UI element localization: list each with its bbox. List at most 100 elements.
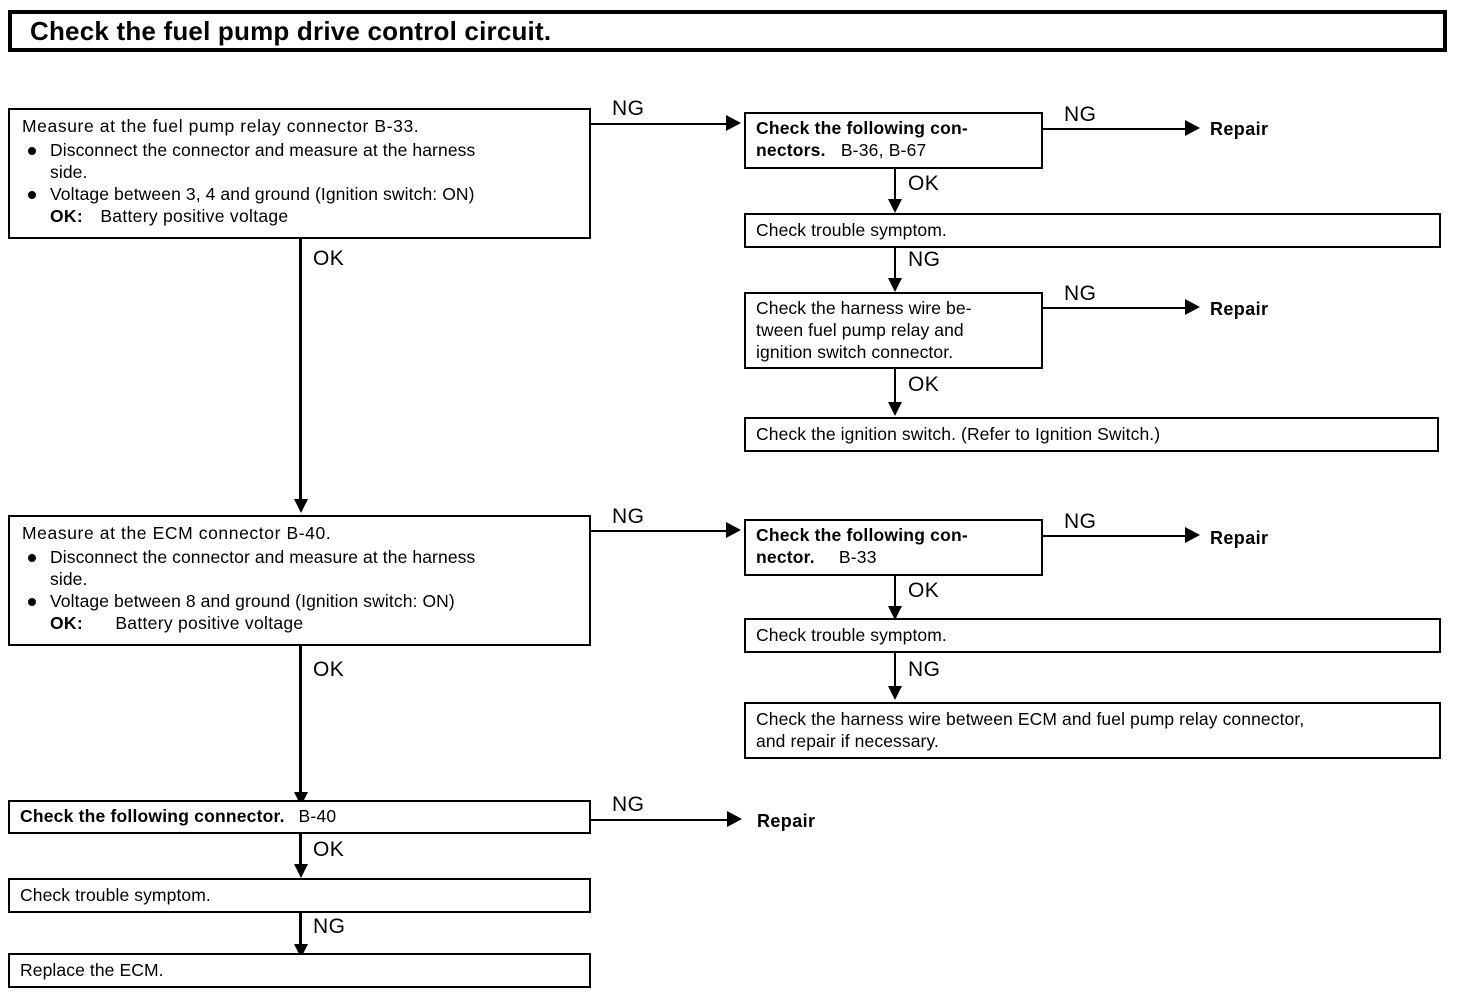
measure-relay-ok-value: Battery positive voltage bbox=[100, 206, 289, 227]
check-connector-b33-bold-2: nector. bbox=[756, 547, 815, 568]
check-connector-b40-bold: Check the following connector. bbox=[20, 806, 285, 826]
harness-relay-line-3: ignition switch connector. bbox=[756, 342, 954, 363]
box-check-ignition-switch: Check the ignition switch. (Refer to Ign… bbox=[744, 417, 1439, 452]
edge-ng-symptom1-line bbox=[893, 248, 896, 280]
measure-ecm-bullet-1-text: Disconnect the connector and measure at … bbox=[50, 547, 476, 568]
label-ng-harness-to-repair: NG bbox=[1064, 282, 1097, 305]
measure-relay-heading: Measure at the fuel pump relay connector… bbox=[22, 116, 420, 136]
check-trouble-symptom-3-text: Check trouble symptom. bbox=[20, 885, 211, 905]
box-replace-ecm: Replace the ECM. bbox=[8, 953, 591, 988]
box-check-harness-relay-ignition: Check the harness wire be- tween fuel pu… bbox=[744, 292, 1043, 369]
edge-ok-b40-line bbox=[299, 834, 302, 866]
check-trouble-symptom-1-text: Check trouble symptom. bbox=[756, 220, 947, 240]
label-ok-connectors-to-symptom: OK bbox=[908, 172, 940, 195]
edge-ng-symptom2-arrowhead bbox=[888, 686, 902, 700]
edge-ng-harness-line bbox=[1043, 306, 1190, 309]
repair-label-4: Repair bbox=[757, 811, 816, 831]
label-ok-connector-to-symptom2: OK bbox=[908, 579, 940, 602]
check-connector-b40-codes: B-40 bbox=[298, 806, 337, 826]
measure-relay-ok-row: OK: Battery positive voltage bbox=[20, 205, 581, 227]
measure-ecm-bullet-2-text: Voltage between 8 and ground (Ignition s… bbox=[50, 591, 455, 612]
bullet-icon bbox=[28, 554, 36, 563]
check-ignition-switch-text: Check the ignition switch. (Refer to Ign… bbox=[756, 424, 1161, 444]
label-ng-symptom-to-harness: NG bbox=[908, 248, 941, 271]
page-title: Check the fuel pump drive control circui… bbox=[30, 15, 552, 46]
harness-ecm-line-1: Check the harness wire between ECM and f… bbox=[756, 709, 1305, 729]
box-check-trouble-symptom-3: Check trouble symptom. bbox=[8, 878, 591, 913]
box-check-connector-b40: Check the following connector. B-40 bbox=[8, 800, 591, 834]
measure-relay-bullet-2-text: Voltage between 3, 4 and ground (Ignitio… bbox=[50, 184, 475, 205]
edge-ok-connector-b33-arrowhead bbox=[888, 606, 902, 620]
measure-relay-bullet-1-cont-text: side. bbox=[50, 162, 88, 183]
measure-ecm-bullet-2: Voltage between 8 and ground (Ignition s… bbox=[20, 590, 581, 612]
check-trouble-symptom-2-text: Check trouble symptom. bbox=[756, 625, 947, 645]
box-check-harness-ecm-relay: Check the harness wire between ECM and f… bbox=[744, 702, 1441, 759]
label-ng-b40-to-repair3: NG bbox=[612, 793, 645, 816]
repair-label-1: Repair bbox=[1210, 119, 1269, 139]
label-ng-relay-to-connectors: NG bbox=[612, 97, 645, 120]
bullet-icon bbox=[28, 147, 36, 156]
edge-ng-ecm-arrowhead bbox=[726, 522, 741, 538]
box-check-connectors-b36-b67: Check the following con- nectors. B-36, … bbox=[744, 112, 1043, 169]
box-check-trouble-symptom-2: Check trouble symptom. bbox=[744, 618, 1441, 653]
edge-ok-relay-arrowhead bbox=[293, 499, 308, 513]
measure-ecm-ok-row: OK: Battery positive voltage bbox=[20, 612, 581, 634]
harness-ecm-line-2: and repair if necessary. bbox=[756, 731, 939, 752]
edge-ng-relay-arrowhead bbox=[726, 115, 741, 131]
label-ok-harness-to-ignition: OK bbox=[908, 373, 940, 396]
check-connector-b33-line-2: nector. B-33 bbox=[756, 546, 1033, 568]
page-title-box: Check the fuel pump drive control circui… bbox=[8, 10, 1447, 52]
label-ng-connectors-to-repair: NG bbox=[1064, 103, 1097, 126]
check-connectors-codes: B-36, B-67 bbox=[840, 140, 927, 161]
measure-ecm-ok-label: OK: bbox=[50, 613, 83, 634]
label-ok-ecm-to-b40: OK bbox=[313, 658, 345, 681]
edge-ok-ecm-line bbox=[299, 646, 302, 796]
edge-ng-b40-arrowhead bbox=[727, 811, 742, 827]
edge-ng-symptom1-arrowhead bbox=[888, 278, 902, 292]
measure-ecm-bullet-1-cont: side. bbox=[20, 568, 581, 590]
check-connectors-bold-2: nectors. bbox=[756, 140, 826, 161]
edge-ok-connectors-arrowhead bbox=[888, 199, 902, 213]
label-ok-relay-to-ecm: OK bbox=[313, 247, 345, 270]
check-connector-b33-line-1: Check the following con- bbox=[756, 524, 1033, 546]
measure-relay-ok-label: OK: bbox=[50, 206, 83, 227]
repair-label-3: Repair bbox=[1210, 528, 1269, 548]
edge-ng-connector-b33-arrowhead bbox=[1185, 527, 1200, 543]
edge-ok-b40-arrowhead bbox=[293, 864, 308, 878]
edge-ok-relay-line bbox=[299, 239, 302, 501]
measure-ecm-bullet-1: Disconnect the connector and measure at … bbox=[20, 546, 581, 568]
bullet-icon bbox=[28, 191, 36, 200]
repair-label-2: Repair bbox=[1210, 299, 1269, 319]
edge-ng-symptom3-line bbox=[299, 913, 302, 946]
check-connectors-line-2: nectors. B-36, B-67 bbox=[756, 139, 1033, 161]
bullet-icon bbox=[28, 598, 36, 607]
label-ng-symptom2-to-harness2: NG bbox=[908, 658, 941, 681]
check-connectors-bold-1: Check the following con- bbox=[756, 118, 968, 138]
harness-relay-line-1: Check the harness wire be- bbox=[756, 298, 972, 318]
measure-relay-bullet-1: Disconnect the connector and measure at … bbox=[20, 139, 581, 161]
replace-ecm-text: Replace the ECM. bbox=[20, 960, 164, 980]
label-ng-ecm-to-connector: NG bbox=[612, 505, 645, 528]
edge-ng-connector-b33-line bbox=[1043, 534, 1190, 537]
edge-ng-harness-arrowhead bbox=[1185, 299, 1200, 315]
measure-relay-bullet-2: Voltage between 3, 4 and ground (Ignitio… bbox=[20, 183, 581, 205]
edge-ng-symptom2-line bbox=[893, 653, 896, 687]
measure-relay-bullet-1-cont: side. bbox=[20, 161, 581, 183]
edge-ok-connectors-line bbox=[893, 169, 896, 201]
harness-relay-line-2: tween fuel pump relay and bbox=[756, 320, 964, 341]
edge-ng-connectors-arrowhead bbox=[1185, 120, 1200, 136]
edge-ng-ecm-line bbox=[591, 529, 731, 532]
label-ng-symptom3-to-replace: NG bbox=[313, 915, 346, 938]
edge-ng-connectors-line bbox=[1043, 127, 1190, 130]
label-ng-connector-to-repair2: NG bbox=[1064, 510, 1097, 533]
edge-ok-harness-line bbox=[893, 369, 896, 403]
box-check-trouble-symptom-1: Check trouble symptom. bbox=[744, 213, 1441, 248]
measure-ecm-bullet-1-cont-text: side. bbox=[50, 569, 88, 590]
check-connector-b33-codes: B-33 bbox=[838, 547, 877, 568]
measure-ecm-ok-value: Battery positive voltage bbox=[115, 613, 304, 634]
box-measure-ecm: Measure at the ECM connector B-40. Disco… bbox=[8, 515, 591, 646]
label-ok-b40-to-symptom3: OK bbox=[313, 838, 345, 861]
edge-ng-b40-line bbox=[591, 818, 738, 821]
box-measure-fuel-pump-relay: Measure at the fuel pump relay connector… bbox=[8, 108, 591, 239]
